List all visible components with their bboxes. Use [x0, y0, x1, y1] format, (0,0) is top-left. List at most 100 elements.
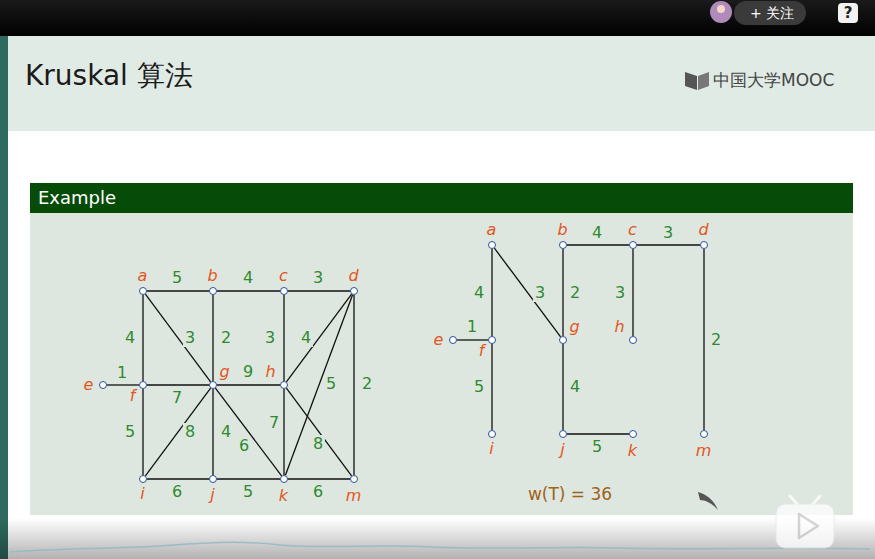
edge-weight: 5 [590, 438, 604, 456]
graph-vertex: d [350, 287, 358, 295]
edge-weight: 3 [533, 284, 547, 302]
graph-edge [107, 384, 139, 385]
vertex-label: b [207, 268, 217, 284]
graph-vertex: f [488, 336, 496, 344]
logo-icon [698, 72, 709, 90]
video-overlay [0, 518, 875, 559]
graph-vertex: j [209, 475, 217, 483]
edge-weight: 4 [472, 284, 486, 302]
edge-weight: 5 [123, 423, 137, 441]
edge-weight: 8 [183, 423, 197, 441]
graph-vertex: h [629, 336, 637, 344]
logo-icon [685, 72, 697, 90]
vertex-label: a [487, 222, 497, 238]
edge-weight: 4 [219, 423, 233, 441]
top-bar [0, 0, 875, 36]
vertex-label: k [628, 443, 637, 459]
graph-vertex: c [629, 241, 637, 249]
edge-weight: 2 [568, 284, 582, 302]
edge-weight: 9 [241, 363, 255, 381]
vertex-label: e [434, 332, 444, 348]
graph-vertex: g [209, 381, 217, 389]
example-block: Exampleabcdefghijkmabcdefghijkm [30, 183, 853, 515]
graph-vertex: a [488, 241, 496, 249]
vertex-label: f [479, 343, 485, 359]
edge-weight: 2 [219, 329, 233, 347]
vertex-label: d [348, 268, 358, 284]
edge-weight: 6 [237, 437, 251, 455]
graph-edge [147, 290, 209, 291]
graph-edge [288, 290, 350, 291]
edge-weight: 4 [590, 224, 604, 242]
edge-weight: 5 [170, 269, 184, 287]
graph-edge [217, 478, 280, 479]
graph-edge [494, 248, 560, 337]
edge-weight: 3 [661, 224, 675, 242]
vertex-label: g [219, 364, 229, 380]
header-band [0, 36, 875, 131]
help-icon [838, 3, 858, 23]
graph-edge [217, 384, 280, 385]
graph-edge [567, 244, 629, 245]
vertex-label: h [614, 319, 624, 335]
vertex-label: i [489, 441, 493, 457]
graph-edge [562, 249, 563, 336]
graph-edge [283, 389, 284, 475]
side-stripe [0, 36, 8, 559]
graph-vertex: b [209, 287, 217, 295]
edge-weight: 2 [360, 375, 374, 393]
graph-edge [286, 294, 351, 382]
graph-vertex: c [280, 287, 288, 295]
graph-edge [632, 249, 633, 336]
edge-weight: 5 [472, 378, 486, 396]
graph-vertex: m [700, 430, 708, 438]
vertex-label: b [557, 222, 567, 238]
edge-weight: 1 [115, 364, 129, 382]
vertex-label: e [84, 377, 94, 393]
example-body [30, 213, 853, 515]
graph-edge [212, 389, 213, 475]
vertex-label: k [279, 488, 288, 504]
block-heading: Example [30, 183, 853, 213]
cursor-swoosh [698, 492, 718, 510]
vertex-label: m [696, 443, 712, 459]
vertex-label: c [628, 222, 637, 238]
edge-weight: 5 [324, 375, 338, 393]
edge-weight: 1 [465, 318, 479, 336]
graph-vertex: e [449, 336, 457, 344]
slide-title: Kruskal 算法 [25, 62, 193, 90]
graph-edge [703, 249, 704, 430]
edge-weight: 4 [568, 378, 582, 396]
graph-edge [142, 295, 143, 381]
graph-edge [562, 344, 563, 430]
graph-edge [567, 433, 629, 434]
graph-edge [147, 478, 209, 479]
edge-weight: 3 [263, 329, 277, 347]
help-icon-text: ? [844, 6, 853, 21]
vertex-label: f [130, 388, 136, 404]
graph-vertex: f [139, 381, 147, 389]
vertex-label: d [698, 222, 708, 238]
logo-text: 中国大学MOOC [713, 72, 834, 89]
avatar [710, 1, 732, 23]
edge-weight: 3 [311, 269, 325, 287]
total-weight: w(T) = 36 [528, 486, 612, 503]
graph-edge [212, 295, 213, 381]
vertex-label: c [279, 268, 288, 284]
graph-vertex: m [350, 475, 358, 483]
edge-weight: 3 [613, 284, 627, 302]
graph-vertex: a [139, 287, 147, 295]
graph-vertex: k [280, 475, 288, 483]
graph-vertex: i [139, 475, 147, 483]
graph-edge [286, 388, 351, 476]
edge-weight: 4 [123, 329, 137, 347]
vertex-label: a [138, 268, 148, 284]
graph-edge [145, 294, 210, 382]
edge-weight: 5 [241, 483, 255, 501]
graph-edge [288, 478, 350, 479]
graph-edge [145, 388, 210, 476]
graph-edge [457, 339, 488, 340]
graph-edge [353, 295, 354, 475]
player-icon [776, 496, 834, 548]
graph-edge [491, 344, 492, 430]
